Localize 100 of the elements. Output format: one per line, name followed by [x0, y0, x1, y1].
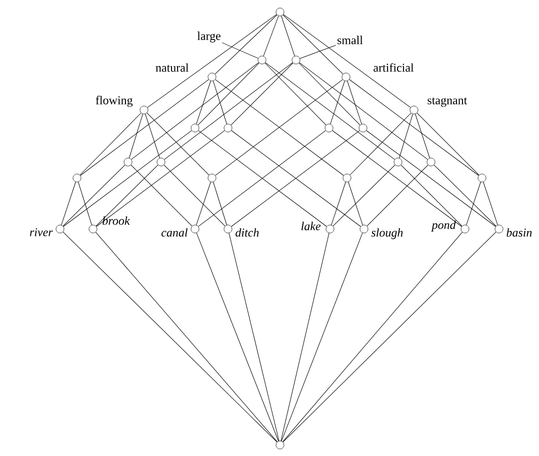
edge-line	[146, 112, 210, 176]
edge-line	[400, 164, 462, 226]
lattice-node	[292, 56, 300, 64]
node-label: basin	[506, 228, 532, 237]
edge-line	[147, 14, 277, 108]
edge-line	[366, 130, 496, 227]
edge-line	[483, 182, 498, 226]
attribute-label: small	[338, 36, 363, 44]
edge-line	[264, 62, 326, 126]
edge-line	[366, 164, 428, 226]
edge-line	[330, 80, 345, 124]
edge-line	[130, 164, 192, 226]
node-label: brook	[102, 216, 130, 225]
node-label: artificial	[374, 63, 414, 72]
lattice-node	[208, 174, 216, 182]
edge-line	[280, 232, 330, 442]
lattice-node	[190, 224, 200, 234]
edge-line	[282, 232, 463, 442]
edge-line	[298, 62, 360, 126]
lattice-node	[410, 106, 418, 114]
leader-line	[300, 45, 336, 59]
lattice-node	[326, 224, 334, 234]
edge-line	[214, 14, 278, 74]
node-label: ditch	[236, 228, 259, 237]
edge-line	[332, 164, 396, 226]
lattice-node	[494, 224, 504, 234]
node-label: lake	[301, 222, 321, 230]
lattice-node	[276, 8, 284, 16]
edge-line	[230, 62, 294, 126]
lattice-node	[190, 124, 200, 132]
lattice-node	[478, 174, 486, 182]
leader-line	[222, 42, 258, 59]
lattice-node	[426, 158, 436, 166]
edge-line	[281, 232, 363, 442]
node-label: pond	[431, 220, 456, 232]
edge-line	[164, 62, 293, 160]
node-label: flowing	[96, 96, 133, 107]
edge-line	[228, 232, 280, 442]
node-label: slough	[371, 228, 403, 240]
edge-line	[349, 79, 479, 176]
edge-line	[196, 232, 279, 442]
attribute-label: large	[197, 32, 220, 42]
edge-line	[331, 182, 346, 226]
lattice-node	[342, 72, 350, 82]
edge-line	[196, 80, 211, 124]
lattice-node	[208, 72, 216, 82]
edge-line	[332, 130, 462, 227]
edge-line	[96, 130, 225, 227]
lattice-node	[156, 158, 166, 166]
edge-line	[78, 182, 92, 226]
edge-line	[213, 80, 227, 124]
edge-line	[96, 164, 158, 226]
edge-line	[399, 114, 414, 158]
edge-line	[80, 112, 142, 176]
lattice-node	[224, 224, 232, 234]
edge-line	[282, 232, 496, 442]
edge-line	[283, 14, 411, 108]
lattice-node	[460, 224, 470, 234]
lattice-node	[56, 224, 64, 234]
lattice-node	[276, 440, 284, 450]
lattice-node	[342, 174, 352, 182]
edge-line	[62, 164, 126, 226]
edge-line	[145, 114, 160, 158]
edge-line	[131, 62, 259, 160]
edge-line	[263, 16, 279, 56]
edge-line	[466, 182, 481, 226]
lattice-node	[88, 224, 98, 234]
lattice-node	[394, 158, 402, 166]
lattice-node	[358, 124, 368, 132]
edge-line	[63, 130, 192, 227]
edge-line	[80, 79, 209, 176]
edge-line	[416, 112, 480, 176]
edge-line	[265, 62, 395, 160]
edge-line	[198, 62, 260, 126]
lattice-node	[124, 158, 132, 166]
edge-line	[282, 14, 344, 74]
edge-line	[347, 80, 362, 124]
edge-line	[128, 114, 144, 158]
edge-line	[62, 232, 278, 442]
node-label: stagnant	[428, 97, 468, 107]
edge-line	[434, 164, 496, 226]
edge-line	[96, 232, 278, 442]
edge-line	[213, 182, 227, 226]
lattice-node	[224, 124, 232, 132]
lattice-node	[360, 224, 368, 234]
edge-line	[415, 114, 430, 158]
node-label: canal	[162, 228, 188, 237]
edge-line	[196, 182, 211, 226]
node-label: river	[30, 228, 53, 236]
lattice-node	[72, 174, 82, 182]
lattice-node	[324, 124, 334, 132]
lattice-node	[258, 56, 266, 64]
edge-line	[281, 16, 295, 56]
lattice-node	[140, 106, 148, 114]
edge-line	[350, 112, 412, 176]
edge-line	[299, 62, 428, 160]
edge-line	[164, 164, 226, 226]
node-label: natural	[156, 63, 189, 72]
edge-line	[61, 182, 76, 226]
edge-line	[348, 182, 363, 226]
